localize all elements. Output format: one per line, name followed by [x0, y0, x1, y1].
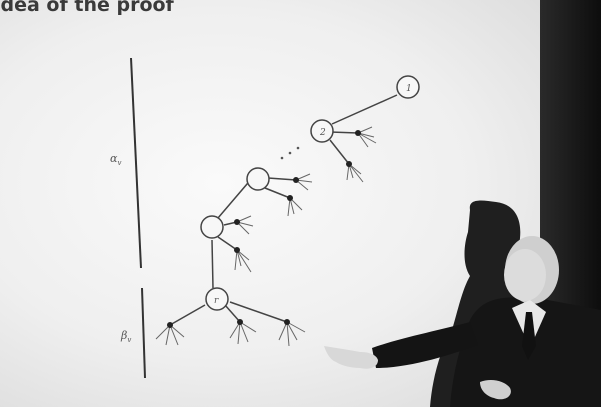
root-node-label: r [214, 296, 219, 306]
middle-node [246, 167, 270, 191]
second-node-label: 2 [319, 128, 326, 138]
alpha-label: αv [110, 152, 121, 167]
pointing-hand [324, 346, 378, 369]
tree-nodes [200, 75, 420, 311]
beta-brace [141, 287, 146, 379]
beta-label: βv [120, 329, 131, 344]
alpha-brace [130, 57, 142, 269]
leaf-nodes [167, 130, 361, 328]
top-node [396, 75, 420, 99]
top-node-label: 1 [406, 84, 412, 94]
slide-title: idea of the proof [0, 0, 174, 16]
root-node [205, 287, 229, 311]
second-node [310, 119, 334, 143]
ellipsis-dots [280, 146, 300, 160]
lower-node [200, 215, 224, 239]
